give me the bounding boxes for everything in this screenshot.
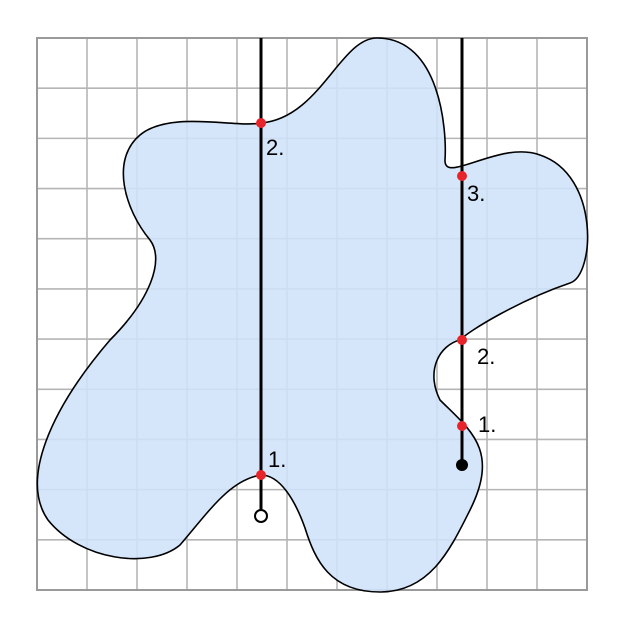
right-intersection-3 bbox=[457, 171, 467, 181]
right-label-2: 2. bbox=[477, 344, 495, 369]
right-label-3: 3. bbox=[467, 181, 485, 206]
blob-region bbox=[36, 37, 589, 593]
right-ray-start-filled-circle bbox=[456, 459, 468, 471]
right-label-1: 1. bbox=[478, 412, 496, 437]
left-ray-start-open-circle bbox=[254, 509, 268, 523]
right-intersection-2 bbox=[457, 335, 467, 345]
left-label-1: 1. bbox=[268, 447, 286, 472]
left-intersection-2 bbox=[256, 118, 266, 128]
right-intersection-1 bbox=[457, 421, 467, 431]
grid-frame bbox=[36, 37, 588, 591]
left-label-2: 2. bbox=[266, 135, 284, 160]
left-intersection-1 bbox=[256, 470, 266, 480]
